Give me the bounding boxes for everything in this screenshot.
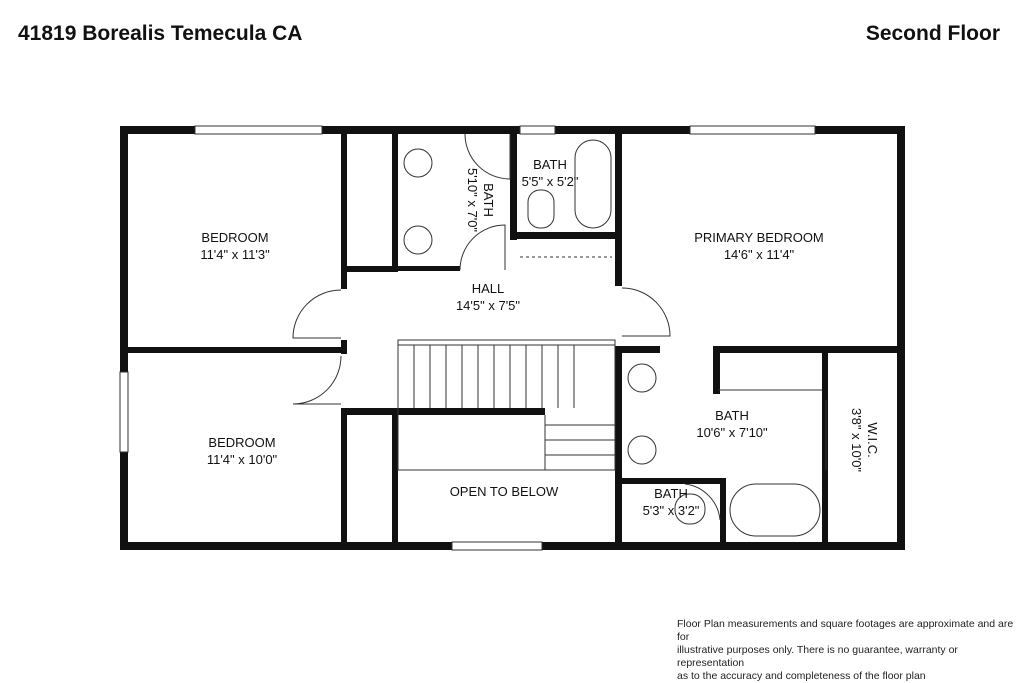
room-name: BEDROOM <box>208 435 275 450</box>
doors <box>292 133 827 521</box>
room-name: BEDROOM <box>201 230 268 245</box>
room-name: BATH <box>533 157 567 172</box>
disclaimer-line: Floor Plan measurements and square foota… <box>677 618 1014 643</box>
room-name: BATH <box>654 486 688 501</box>
room-name: W.I.C. <box>865 422 880 457</box>
room-name: OPEN TO BELOW <box>450 484 559 499</box>
room-size: 11'4" x 11'3" <box>200 247 270 262</box>
room-size: 14'6" x 11'4" <box>724 247 795 262</box>
room-size: 5'10" x 7'0" <box>465 168 480 232</box>
fixtures <box>403 139 821 537</box>
disclaimer-line: as to the accuracy and completeness of t… <box>677 670 926 682</box>
room-size: 11'4" x 10'0" <box>207 452 278 467</box>
windows <box>119 125 816 551</box>
room-name: PRIMARY BEDROOM <box>694 230 824 245</box>
room-name: BATH <box>481 183 496 217</box>
property-address: 41819 Borealis Temecula CA <box>18 22 303 45</box>
room-size: 5'3" x 3'2" <box>643 503 700 518</box>
stairs <box>397 339 616 471</box>
room-size: 14'5" x 7'5" <box>456 298 520 313</box>
disclaimer: Floor Plan measurements and square foota… <box>677 618 1017 683</box>
room-labels: BEDROOM 11'4" x 11'3" BEDROOM 11'4" x 10… <box>200 157 880 518</box>
room-size: 10'6" x 7'10" <box>696 425 768 440</box>
room-size: 5'5" x 5'2" <box>522 174 579 189</box>
room-name: BATH <box>715 408 749 423</box>
room-size: 3'8" x 10'0" <box>849 408 864 472</box>
room-name: HALL <box>472 281 505 296</box>
floor-label: Second Floor <box>865 22 1000 45</box>
disclaimer-line: illustrative purposes only. There is no … <box>677 644 958 669</box>
